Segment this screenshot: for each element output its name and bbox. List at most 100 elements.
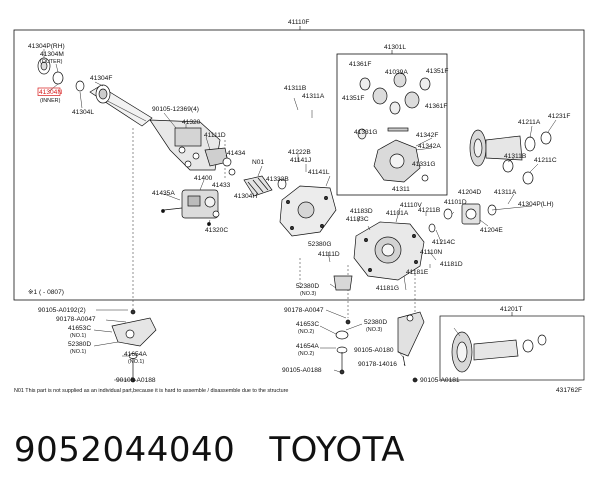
label-41211c: 41211C <box>534 157 557 164</box>
actuator-assembly <box>161 189 220 226</box>
diagram-frame <box>13 29 585 301</box>
label-41204e: 41204E <box>480 227 503 234</box>
label-41181d-r: 41181D <box>440 261 463 268</box>
label-90178-a0047-c: 90178-A0047 <box>284 307 324 314</box>
label-41141l: 41141L <box>308 169 330 176</box>
right-mount-arm <box>397 311 425 383</box>
label-41304m: 41304M <box>40 51 64 58</box>
gear-kit-parts <box>451 331 547 373</box>
label-41304n-highlighted: 41304N <box>39 89 62 96</box>
label-41435a: 41435A <box>152 190 175 197</box>
label-41304p-rh: 41304P(RH) <box>28 43 65 50</box>
label-no3-a: (NO.3) <box>300 291 316 297</box>
label-41111d-a: 41111D <box>204 132 226 139</box>
label-41222b: 41222B <box>288 149 311 156</box>
label-41304h: 41304H <box>234 193 257 200</box>
label-90105-a0181: 90105-A0181 <box>420 377 460 384</box>
label-41653c-l: 41653C <box>68 325 91 332</box>
label-no1-b: (NO.1) <box>70 349 86 355</box>
label-41342a: 41342A <box>418 143 441 150</box>
label-inner: (INNER) <box>40 98 61 104</box>
label-52380d-no1: 52380D <box>68 341 91 348</box>
label-41331g-a: 41331G <box>354 129 377 136</box>
label-41304f: 41304F <box>90 75 112 82</box>
label-41331g-b: 41331G <box>412 161 435 168</box>
parts-diagram: 41110F 41304P(RH) 41304M (OUTER) 41304N … <box>13 19 585 394</box>
label-90105-a0188-c: 90105-A0188 <box>282 367 322 374</box>
tube-housing <box>149 119 236 176</box>
caption: 9052044040 TOYOTA <box>14 430 405 470</box>
label-41101a: 41101A <box>386 210 409 217</box>
carrier-cover <box>279 185 337 237</box>
label-90105-a0180: 90105-A0180 <box>354 347 394 354</box>
leader-lines <box>43 49 557 381</box>
label-41181e: 41181E <box>406 269 429 276</box>
label-41361f-b: 41361F <box>425 103 447 110</box>
label-no2-a: (NO.2) <box>298 329 314 335</box>
label-41110f: 41110F <box>288 19 309 26</box>
label-90105-12369: 90105-12369(4) <box>152 106 199 113</box>
label-41039a: 41039A <box>385 69 408 76</box>
label-52380g: 52380G <box>308 241 331 248</box>
label-41311a-top: 41311A <box>302 93 325 100</box>
label-41320: 41320 <box>182 119 201 126</box>
label-41211b: 41211B <box>418 207 441 214</box>
label-41342f: 41342F <box>416 132 438 139</box>
label-41141j: 41141J <box>290 157 311 164</box>
label-41304p-lh: 41304P(LH) <box>518 201 554 208</box>
label-41111d-b: 41111D <box>318 251 340 258</box>
label-90105-a0188-l: 90105-A0188 <box>116 377 156 384</box>
footnote: N01 This part is not supplied as an indi… <box>14 388 288 394</box>
label-41653c-c: 41653C <box>296 321 319 328</box>
label-41110v: 41110V <box>400 202 422 209</box>
label-41204d: 41204D <box>458 189 481 196</box>
label-41201t: 41201T <box>500 306 522 313</box>
label-41400: 41400 <box>194 175 213 182</box>
diff-case-internals <box>357 72 431 183</box>
label-no3-b: (NO.3) <box>366 327 382 333</box>
left-mount-bracket <box>111 309 157 383</box>
label-41654a-c: 41654A <box>296 343 319 350</box>
highlight-box-41304n <box>37 87 61 96</box>
label-41214c: 41214C <box>432 239 455 246</box>
label-41311b: 41311B <box>284 85 307 92</box>
label-52380d-no3b: 52380D <box>364 319 387 326</box>
label-90178-14016: 90178-14016 <box>358 361 397 368</box>
label-52380d-no3: 52380D <box>296 283 319 290</box>
label-90178-a0047-l: 90178-A0047 <box>56 316 96 323</box>
label-41301l: 41301L <box>384 44 406 51</box>
front-drive-shaft <box>37 57 153 127</box>
label-note-range: ※1 ( - 0807) <box>28 289 64 296</box>
label-41311: 41311 <box>392 186 410 193</box>
spline-shaft <box>243 175 287 197</box>
center-mount <box>333 275 353 375</box>
label-no1-c: (NO.1) <box>128 359 144 365</box>
part-number: 9052044040 <box>14 430 236 470</box>
label-41351f-b: 41351F <box>342 95 364 102</box>
label-41433: 41433 <box>212 182 231 189</box>
diff-carrier-housing <box>353 221 425 281</box>
label-no2-b: (NO.2) <box>298 351 314 357</box>
label-41332b: 41332B <box>266 176 289 183</box>
label-41110n: 41110N <box>420 249 442 256</box>
label-41351f-a: 41351F <box>426 68 448 75</box>
label-41654a-l: 41654A <box>124 351 147 358</box>
label-41101d: 41101D <box>444 199 467 206</box>
label-41361f-a: 41361F <box>349 61 371 68</box>
label-90105-a0192: 90105-A0192(2) <box>38 307 86 314</box>
label-41231f: 41231F <box>548 113 570 120</box>
label-41304l: 41304L <box>72 109 94 116</box>
brand-name: TOYOTA <box>269 430 406 470</box>
label-outer: (OUTER) <box>40 59 63 65</box>
label-41183d: 41183D <box>350 208 373 215</box>
label-41181g: 41181G <box>376 285 399 292</box>
label-no1-a: (NO.1) <box>70 333 86 339</box>
label-41320c: 41320C <box>205 227 228 234</box>
diagram-number: 431762F <box>556 387 582 394</box>
label-41183c: 41183C <box>346 216 369 223</box>
label-41434: 41434 <box>227 150 246 157</box>
label-n01: N01 <box>252 159 264 166</box>
label-41311b-r: 41311B <box>504 153 527 160</box>
label-41311a-r: 41311A <box>494 189 517 196</box>
label-41211a: 41211A <box>518 119 541 126</box>
